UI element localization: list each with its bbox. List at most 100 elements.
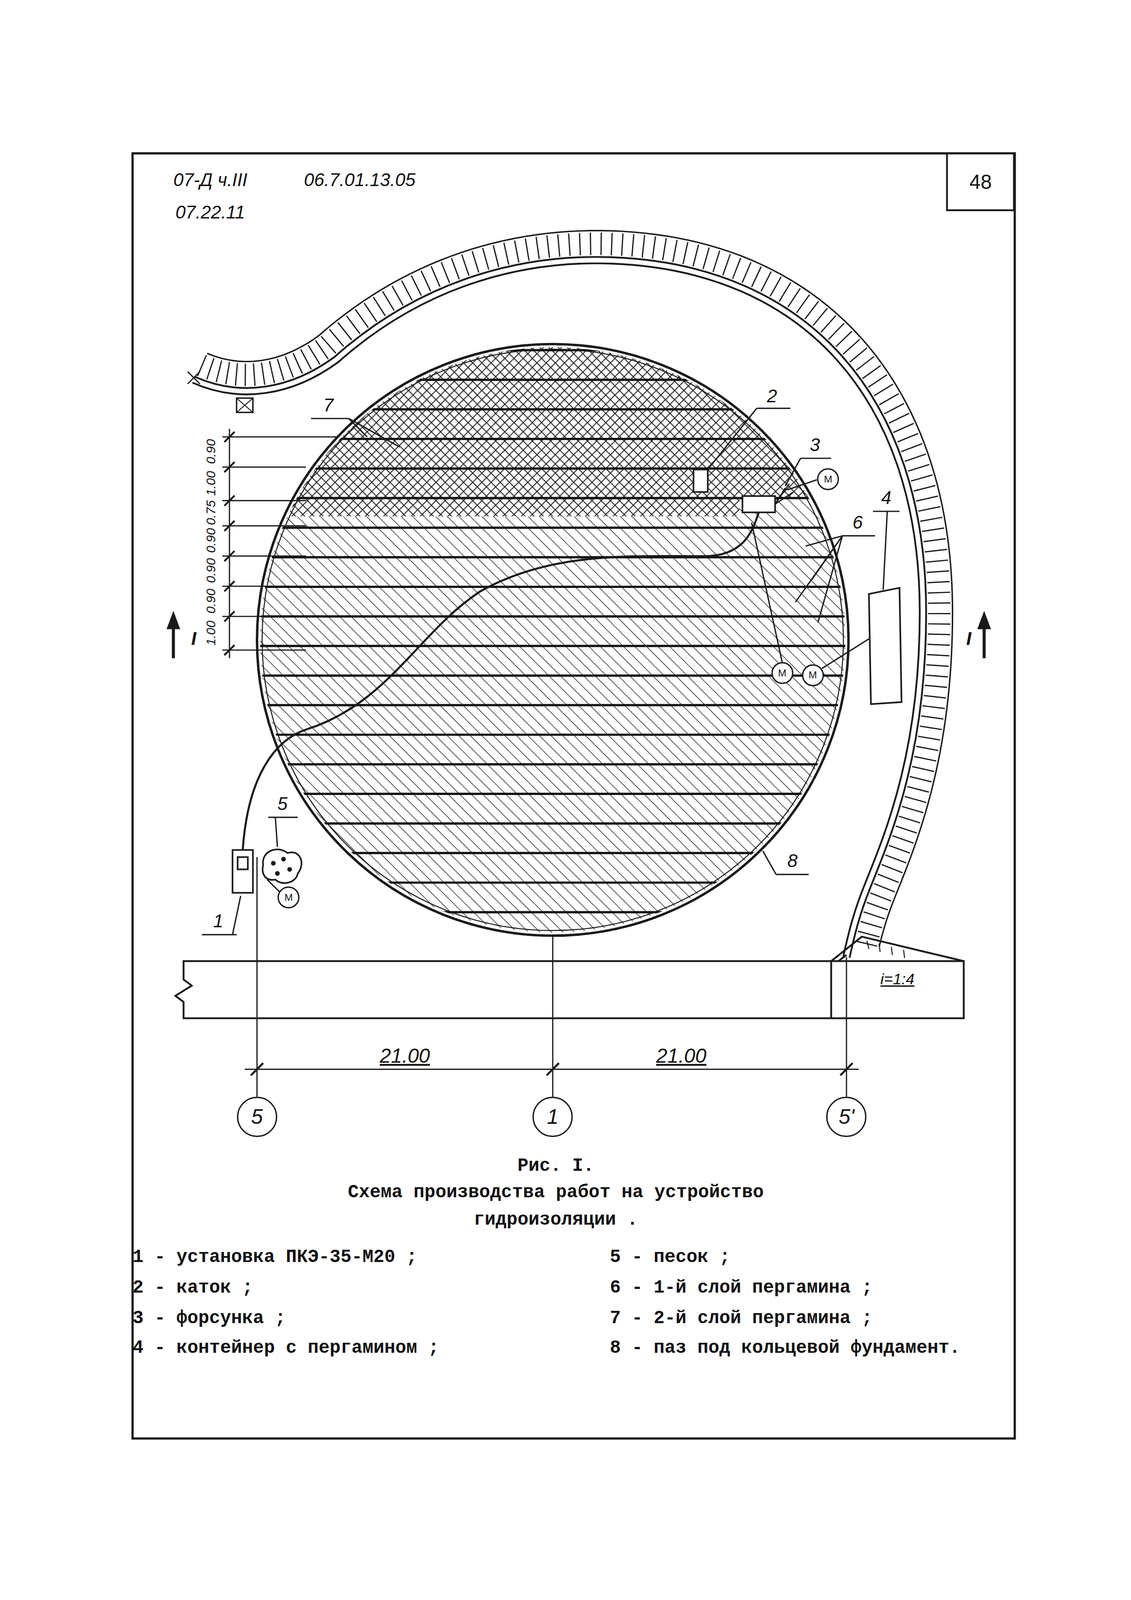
legend-line: 2 - каток ; (132, 1277, 254, 1299)
road-tick (392, 285, 404, 306)
dimension-value: 21.00 (656, 1043, 707, 1068)
dimension-lines (256, 856, 258, 1097)
road-tick (732, 258, 741, 280)
legend-line: 7 - 2-й слой пергамина ; (609, 1307, 873, 1329)
road-tick (873, 383, 893, 396)
road-tick (928, 612, 951, 615)
road-tick (923, 695, 946, 698)
equipment (275, 871, 280, 876)
callout-number: 2 (767, 385, 778, 407)
dimension-lines (552, 936, 554, 1097)
equipment (281, 857, 286, 861)
access-road (197, 230, 953, 947)
road-tick (870, 892, 892, 902)
road-tick (904, 796, 927, 803)
road-tick (703, 247, 710, 270)
road-tick (277, 358, 284, 381)
layer-seam (249, 555, 857, 559)
equipment (232, 850, 254, 893)
road-tick (430, 266, 440, 287)
road-tick (916, 746, 939, 751)
node-label: 5' (838, 1105, 855, 1129)
road-tick (923, 538, 946, 542)
section-marks (982, 624, 986, 659)
tank-base-inner-outline (262, 349, 844, 931)
tank-base-outline (257, 343, 849, 936)
road-tick (493, 245, 499, 268)
layer-seam (249, 792, 857, 795)
road-tick (922, 705, 945, 709)
road-tick (927, 581, 950, 583)
road-tick (828, 323, 845, 340)
leader-lines (311, 418, 400, 448)
foundation-bar (866, 940, 905, 959)
road-tick (928, 602, 951, 604)
foundation-bar (830, 960, 833, 1018)
road-tick (892, 835, 914, 843)
layer-seam (249, 378, 857, 381)
road-tick (927, 654, 950, 656)
leader-lines (872, 511, 900, 590)
road-tick (907, 464, 930, 472)
road-edge (207, 230, 953, 947)
road-tick (329, 329, 344, 347)
access-road (187, 371, 200, 384)
callout-number: 6 (852, 511, 863, 533)
callout-number: 1 (212, 910, 224, 932)
road-tick (778, 282, 791, 302)
road-tick (300, 349, 312, 369)
road-tick (411, 275, 422, 296)
callout-number: 4 (881, 487, 892, 509)
road-tick (235, 363, 238, 386)
road-tick (261, 362, 265, 385)
road-tick (557, 234, 560, 257)
access-road (187, 230, 953, 958)
legend-line: 8 - паз под кольцевой фундамент. (609, 1337, 960, 1359)
axis-marker: 1 (532, 1096, 573, 1137)
road-tick (652, 236, 656, 260)
figure-caption: Схема производства работ на устройство г… (331, 1178, 781, 1234)
layer-seam (249, 822, 857, 825)
dimension-lines (222, 436, 337, 650)
road-tick (253, 363, 255, 386)
sheet-code: 07-Д ч.III (173, 169, 248, 191)
dimension-lines (250, 1063, 853, 1076)
equipment (232, 469, 902, 893)
road-tick (741, 262, 751, 283)
circle-outline (237, 1097, 277, 1137)
dimension-value: 1.00 (203, 471, 219, 497)
layer-seam (249, 526, 857, 529)
road-tick (770, 276, 782, 297)
road-tick (920, 517, 943, 522)
road-tick (672, 239, 677, 262)
road-tick (860, 921, 882, 928)
road-tick (788, 288, 801, 307)
road-tick (804, 301, 819, 320)
foundation-bar (831, 936, 965, 962)
road-tick (632, 233, 634, 257)
callout-number: 3 (809, 434, 820, 456)
road-tick (796, 294, 810, 313)
legend-line: 1 - установка ПКЭ-35-М20 ; (132, 1246, 418, 1268)
road-tick (482, 248, 489, 270)
equipment (242, 512, 759, 850)
circle-outline (533, 1097, 572, 1137)
layer-seam (249, 851, 857, 855)
road-tick (346, 315, 361, 334)
equipment (262, 849, 302, 883)
road-tick (927, 644, 950, 646)
road-tick (901, 443, 923, 452)
access-road (193, 259, 924, 957)
road-tick (888, 845, 910, 853)
section-marks (978, 612, 991, 629)
access-road (236, 398, 254, 413)
sand-base-hatching (244, 337, 867, 945)
dimension-value: 0.90 (203, 528, 219, 554)
road-tick (911, 474, 933, 481)
road-tick (589, 232, 592, 255)
road-tick (642, 235, 645, 258)
road-tick (373, 296, 386, 316)
layer-seam (249, 762, 857, 766)
layer-seam (249, 644, 857, 648)
